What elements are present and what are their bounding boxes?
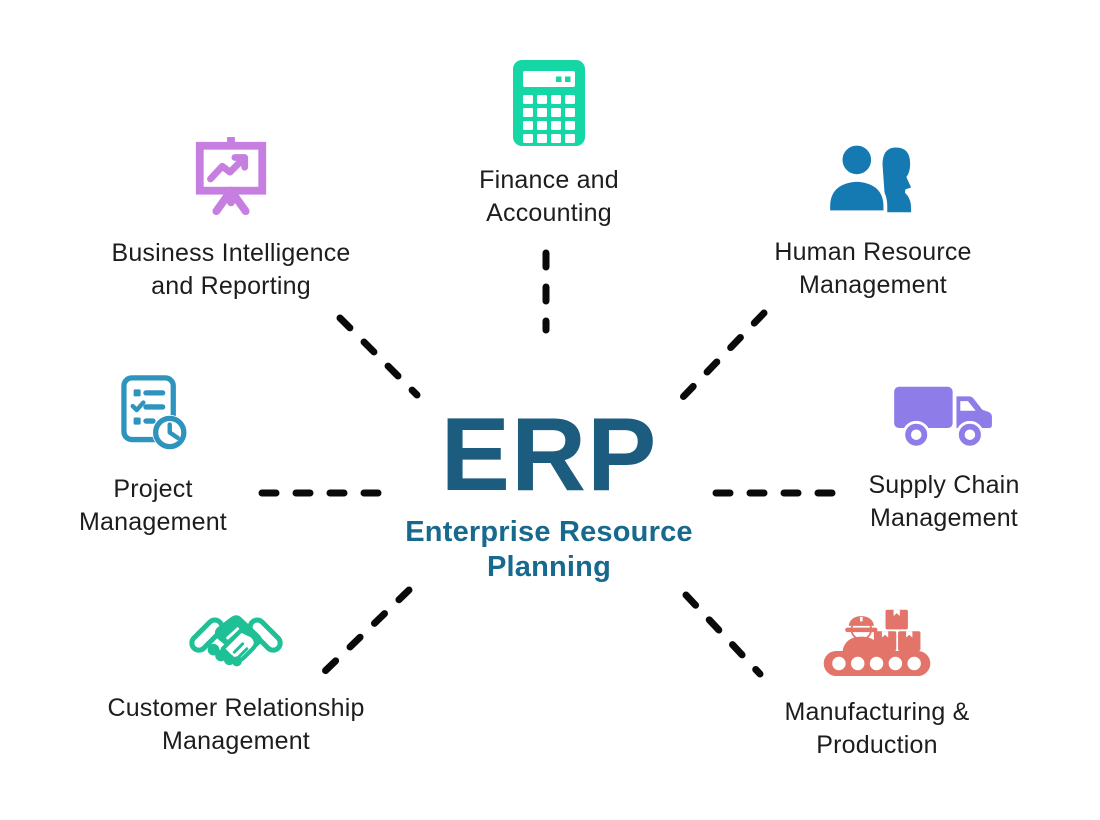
people-icon — [825, 138, 921, 218]
factory-conveyor-icon — [821, 597, 933, 678]
connector-line-top-left — [336, 314, 421, 399]
node-label-human-resources: Human Resource Management — [774, 238, 972, 299]
node-label-business-intelligence: Business Intelligence and Reporting — [111, 239, 351, 300]
presentation-chart-icon — [190, 137, 272, 219]
handshake-icon — [186, 602, 286, 674]
erp-subtitle: Enterprise Resource Planning — [405, 515, 692, 586]
erp-acronym: ERP — [440, 397, 658, 513]
calculator-icon — [513, 60, 585, 146]
erp-subtitle-line2: Planning — [486, 551, 612, 584]
node-crm: Customer Relationship Management — [66, 602, 406, 757]
node-label-project-management: Project Management — [79, 475, 227, 536]
erp-subtitle-line1: Enterprise Resource — [405, 516, 693, 548]
node-supply-chain: Supply Chain Management — [804, 382, 1084, 534]
node-project-management: Project Management — [33, 373, 273, 538]
node-label-finance: Finance and Accounting — [479, 166, 619, 227]
node-business-intelligence: Business Intelligence and Reporting — [71, 137, 391, 302]
node-label-manufacturing: Manufacturing & Production — [784, 698, 970, 759]
node-label-supply-chain: Supply Chain Management — [868, 471, 1020, 532]
node-label-crm: Customer Relationship Management — [107, 694, 365, 755]
connector-line-top-right — [679, 309, 768, 401]
node-finance-accounting: Finance and Accounting — [409, 60, 689, 229]
node-manufacturing: Manufacturing & Production — [727, 597, 1027, 761]
node-human-resources: Human Resource Management — [723, 138, 1023, 301]
checklist-clock-icon — [116, 373, 190, 455]
center-title-block: ERP Enterprise Resource Planning — [349, 403, 749, 586]
truck-icon — [894, 382, 994, 451]
connector-line-bottom-left — [318, 586, 413, 678]
